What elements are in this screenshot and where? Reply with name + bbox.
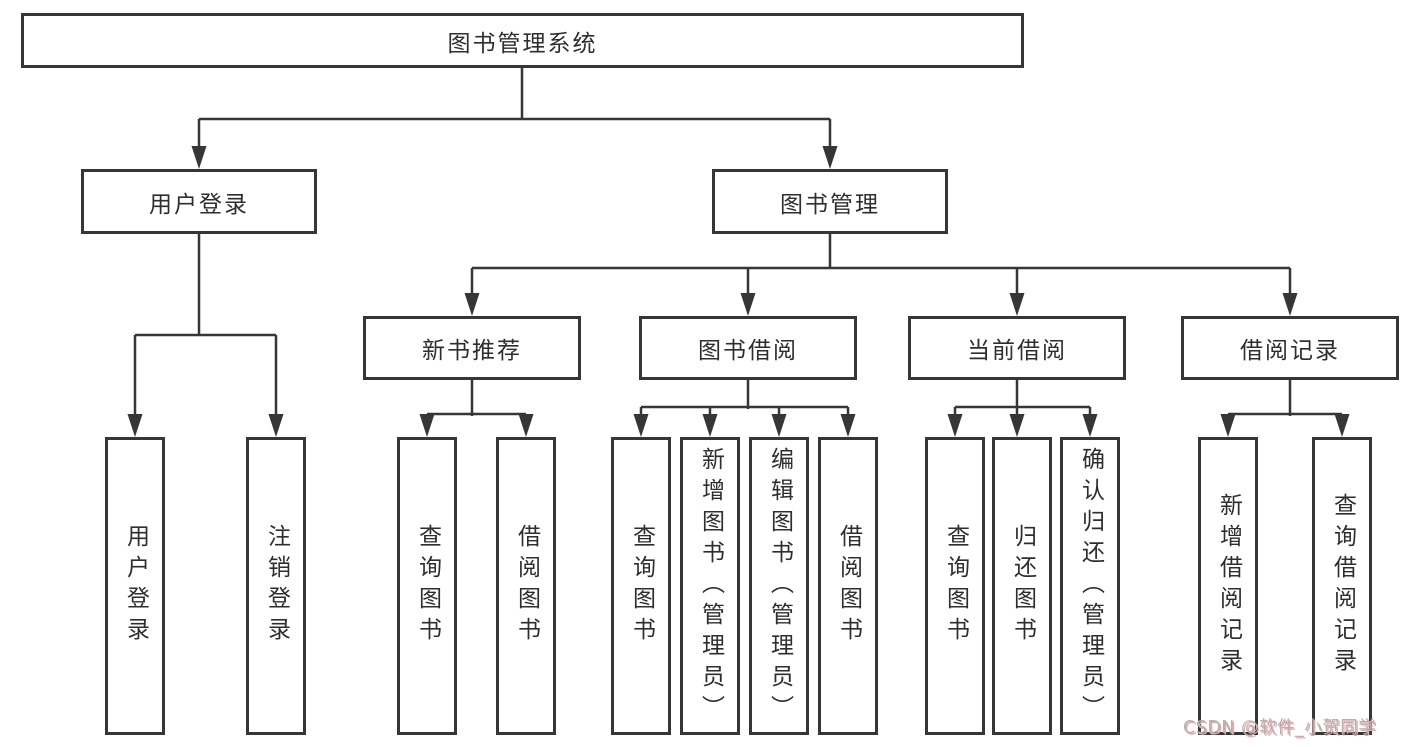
node-user-login-leaf-label: 用户登录: [122, 524, 149, 648]
node-return-book-label: 归还图书: [1009, 524, 1036, 648]
node-query-books-recommend: 查询图书: [397, 437, 457, 735]
node-user-login: 用户登录: [81, 169, 317, 234]
node-query-books-borrow-label: 查询图书: [628, 524, 655, 648]
node-add-borrow-record: 新增借阅记录: [1198, 437, 1258, 735]
node-book-borrow: 图书借阅: [639, 316, 857, 380]
node-new-book-recommend: 新书推荐: [363, 316, 581, 380]
node-borrow-records: 借阅记录: [1181, 316, 1399, 380]
node-return-book: 归还图书: [992, 437, 1052, 735]
node-add-borrow-record-label: 新增借阅记录: [1215, 493, 1242, 679]
node-logout-leaf-label: 注销登录: [263, 524, 290, 648]
node-logout-leaf: 注销登录: [246, 437, 306, 735]
node-system-root: 图书管理系统: [21, 13, 1024, 68]
node-user-login-leaf: 用户登录: [105, 437, 165, 735]
node-query-borrow-record: 查询借阅记录: [1312, 437, 1372, 735]
node-query-books-borrow: 查询图书: [611, 437, 671, 735]
node-borrow-books-leaf: 借阅图书: [818, 437, 878, 735]
node-query-books-current-label: 查询图书: [942, 524, 969, 648]
node-confirm-return-admin: 确认归还（管理员）: [1060, 437, 1120, 735]
node-confirm-return-admin-label: 确认归还（管理员）: [1077, 446, 1104, 726]
node-query-borrow-record-label: 查询借阅记录: [1329, 493, 1356, 679]
node-borrow-books-recommend: 借阅图书: [496, 437, 556, 735]
node-borrow-books-recommend-label: 借阅图书: [513, 524, 540, 648]
node-edit-book-admin: 编辑图书（管理员）: [749, 437, 809, 735]
node-edit-book-admin-label: 编辑图书（管理员）: [766, 446, 793, 726]
node-current-borrow: 当前借阅: [908, 316, 1126, 380]
node-add-book-admin: 新增图书（管理员）: [680, 437, 740, 735]
node-borrow-books-leaf-label: 借阅图书: [835, 524, 862, 648]
node-query-books-recommend-label: 查询图书: [414, 524, 441, 648]
csdn-watermark: CSDN @软件_小贺同学: [1183, 718, 1377, 738]
node-book-management: 图书管理: [712, 169, 948, 234]
node-add-book-admin-label: 新增图书（管理员）: [697, 446, 724, 726]
node-query-books-current: 查询图书: [925, 437, 985, 735]
